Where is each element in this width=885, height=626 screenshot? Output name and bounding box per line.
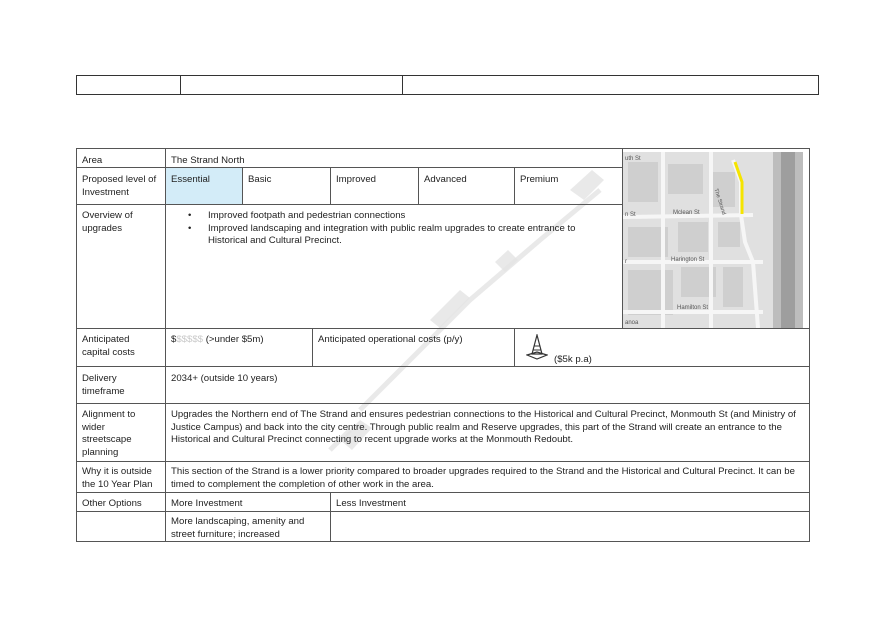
more-investment-value: More landscaping, amenity and street fur… [171,516,305,540]
map-building [628,162,658,202]
capital-dollar-filled: $ [171,334,177,345]
level-premium: Premium [520,174,559,185]
map-building [718,222,740,247]
map-label-hamilton: Hamilton St [677,305,709,311]
map-label-fragment: n St [625,212,636,218]
map-building [668,164,703,194]
map-label-fragment: uth St [625,156,641,162]
map-label-harington: Harington St [671,257,705,263]
more-investment-label: More Investment [171,498,243,509]
overview-list: Improved footpath and pedestrian connect… [182,210,602,248]
area-detail-table [76,148,810,542]
level-improved: Improved [336,174,376,185]
header-table-divider [402,76,403,94]
operational-costs-label: Anticipated operational costs (p/y) [318,334,463,345]
alignment-label: Alignment to wider streetscape planning [82,409,136,458]
map-label-fragment: anoa [625,320,639,326]
level-advanced: Advanced [424,174,467,185]
map-building [678,222,708,252]
why-outside-value: This section of the Strand is a lower pr… [171,466,795,490]
capital-range: (>under $5m) [205,334,264,345]
traffic-cone-icon [526,334,548,360]
level-basic: Basic [248,174,272,185]
why-outside-label: Why it is outside the 10 Year Plan [82,466,153,490]
capital-dollar-scale: $$$$$ [176,334,204,345]
overview-label: Overview of upgrades [82,210,133,234]
map-building [628,270,673,315]
map-rail-line [781,152,795,328]
level-essential: Essential [171,174,210,185]
header-table [76,75,819,95]
less-investment-label: Less Investment [336,498,406,509]
other-options-label: Other Options [82,498,142,509]
operational-costs-value: ($5k p.a) [554,354,592,365]
map-label-fragment: r [625,259,627,265]
alignment-value: Upgrades the Northern end of The Strand … [171,409,796,445]
map-graphic [623,152,803,328]
map-label-mclean: Mclean St [673,210,700,216]
map-building [723,267,743,307]
essential-level-highlight [166,168,242,204]
delivery-label: Delivery timeframe [82,373,125,397]
header-table-divider [180,76,181,94]
area-label: Area [82,155,103,166]
investment-level-label: Proposed level of Investment [82,174,157,198]
overview-item: Improved landscaping and integration wit… [182,223,602,248]
map-building [713,172,735,207]
capital-costs-value: $$$$$$ (>under $5m) [171,334,264,347]
area-value: The Strand North [171,155,245,166]
map-street-mclean [623,213,754,219]
strand-north-highlight [733,161,744,214]
capital-costs-label: Anticipated capital costs [82,334,135,358]
location-map[interactable]: uth St n St r anoa Mclean St Harington S… [623,152,803,328]
overview-item: Improved footpath and pedestrian connect… [182,210,602,223]
delivery-value: 2034+ (outside 10 years) [171,373,278,384]
